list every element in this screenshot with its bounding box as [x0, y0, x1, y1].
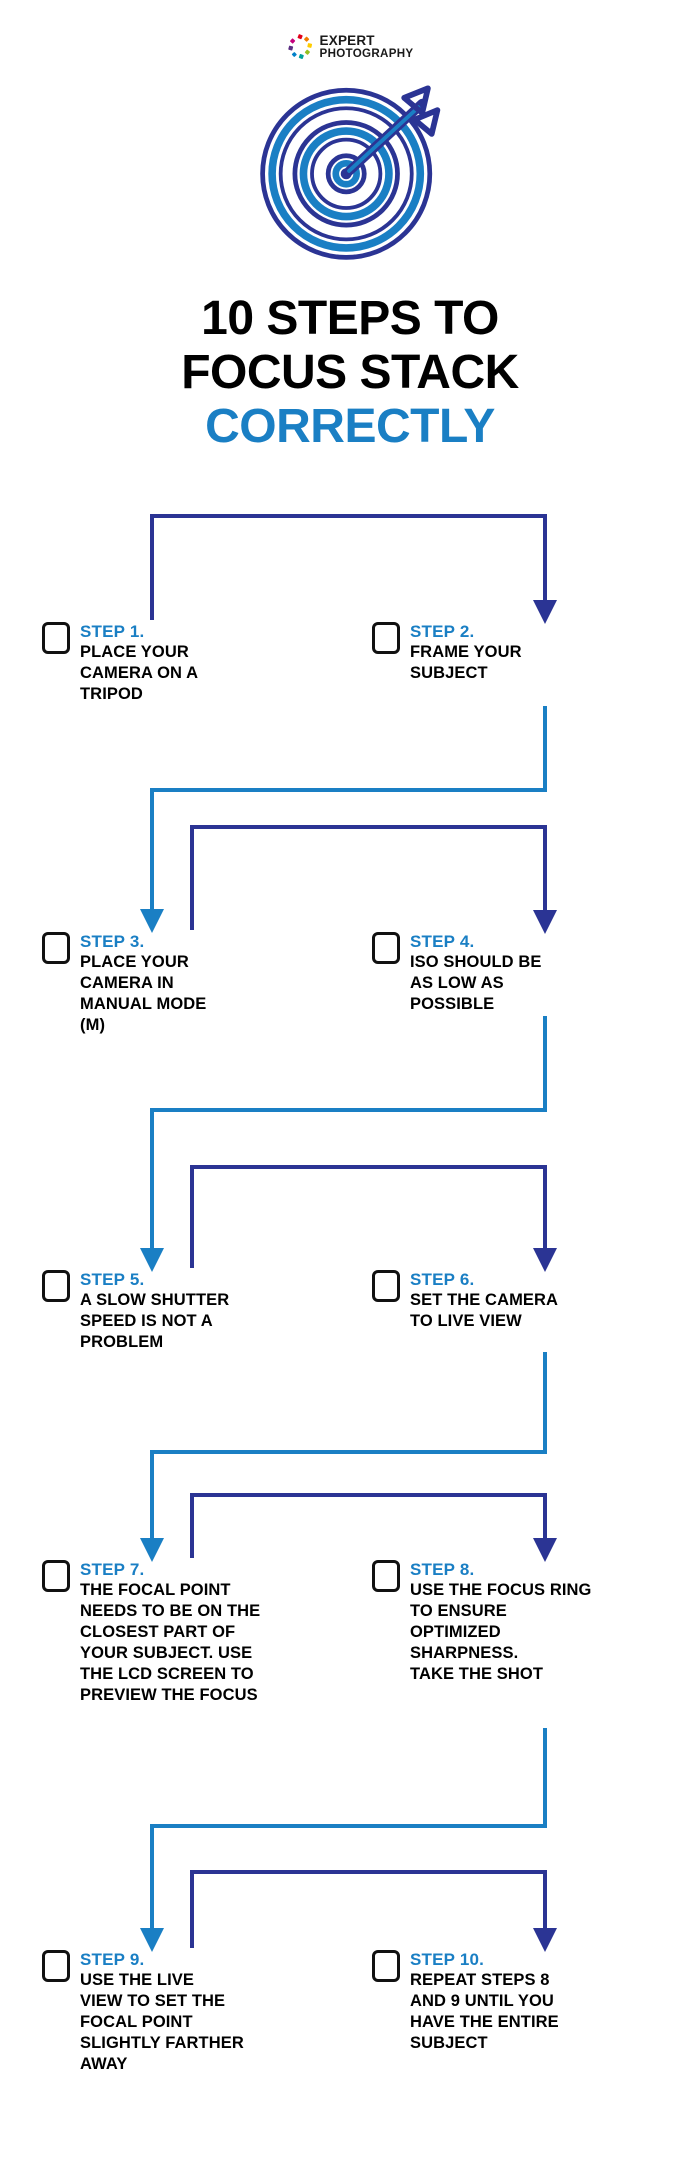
step-text-3: PLACE YOUR CAMERA IN MANUAL MODE (M) — [80, 953, 207, 1034]
brand-line-2: PHOTOGRAPHY — [319, 46, 414, 60]
step-body-8: STEP 8. USE THE FOCUS RING TO ENSURE OPT… — [410, 1558, 652, 1685]
step-text-7: THE FOCAL POINT NEEDS TO BE ON THE CLOSE… — [80, 1581, 261, 1704]
step-checkbox-10[interactable] — [372, 1950, 400, 1982]
step-label-9: STEP 9. — [80, 1950, 145, 1969]
step-checkbox-7[interactable] — [42, 1560, 70, 1592]
step-item-9[interactable]: STEP 9. USE THE LIVE VIEW TO SET THE FOC… — [42, 1948, 312, 2075]
step-item-7[interactable]: STEP 7. THE FOCAL POINT NEEDS TO BE ON T… — [42, 1558, 312, 1706]
step-text-1: PLACE YOUR CAMERA ON A TRIPOD — [80, 643, 199, 703]
step-body-4: STEP 4. ISO SHOULD BE AS LOW AS POSSIBLE — [410, 930, 652, 1015]
step-text-4: ISO SHOULD BE AS LOW AS POSSIBLE — [410, 953, 542, 1013]
step-label-1: STEP 1. — [80, 622, 145, 641]
step-checkbox-5[interactable] — [42, 1270, 70, 1302]
step-body-1: STEP 1. PLACE YOUR CAMERA ON A TRIPOD — [80, 620, 312, 705]
brand-logo: EXPERT PHOTOGRAPHY — [0, 34, 700, 60]
step-item-3[interactable]: STEP 3. PLACE YOUR CAMERA IN MANUAL MODE… — [42, 930, 312, 1036]
hero-icon-wrap — [0, 75, 700, 270]
step-item-5[interactable]: STEP 5. A SLOW SHUTTER SPEED IS NOT A PR… — [42, 1268, 312, 1353]
step-checkbox-6[interactable] — [372, 1270, 400, 1302]
step-checkbox-8[interactable] — [372, 1560, 400, 1592]
step-label-2: STEP 2. — [410, 622, 475, 641]
step-text-2: FRAME YOUR SUBJECT — [410, 643, 522, 682]
step-body-7: STEP 7. THE FOCAL POINT NEEDS TO BE ON T… — [80, 1558, 312, 1706]
step-checkbox-2[interactable] — [372, 622, 400, 654]
step-text-5: A SLOW SHUTTER SPEED IS NOT A PROBLEM — [80, 1291, 230, 1351]
step-label-5: STEP 5. — [80, 1270, 145, 1289]
step-item-2[interactable]: STEP 2. FRAME YOUR SUBJECT — [372, 620, 652, 684]
step-text-8: USE THE FOCUS RING TO ENSURE OPTIMIZED S… — [410, 1581, 592, 1683]
title-line-1: 10 STEPS TO — [201, 292, 499, 345]
step-checkbox-4[interactable] — [372, 932, 400, 964]
step-body-9: STEP 9. USE THE LIVE VIEW TO SET THE FOC… — [80, 1948, 312, 2075]
step-label-6: STEP 6. — [410, 1270, 475, 1289]
step-body-2: STEP 2. FRAME YOUR SUBJECT — [410, 620, 652, 684]
step-item-10[interactable]: STEP 10. REPEAT STEPS 8 AND 9 UNTIL YOU … — [372, 1948, 652, 2054]
step-text-10: REPEAT STEPS 8 AND 9 UNTIL YOU HAVE THE … — [410, 1971, 559, 2052]
brand-wordmark: EXPERT PHOTOGRAPHY — [320, 34, 414, 59]
step-body-6: STEP 6. SET THE CAMERA TO LIVE VIEW — [410, 1268, 652, 1332]
step-checkbox-9[interactable] — [42, 1950, 70, 1982]
step-label-3: STEP 3. — [80, 932, 145, 951]
colorful-dot-ring-icon — [287, 34, 313, 60]
title-line-3: CORRECTLY — [205, 400, 495, 453]
target-with-arrow-icon — [255, 75, 445, 270]
step-text-6: SET THE CAMERA TO LIVE VIEW — [410, 1291, 559, 1330]
step-label-7: STEP 7. — [80, 1560, 145, 1579]
step-body-10: STEP 10. REPEAT STEPS 8 AND 9 UNTIL YOU … — [410, 1948, 652, 2054]
step-body-5: STEP 5. A SLOW SHUTTER SPEED IS NOT A PR… — [80, 1268, 312, 1353]
brand-line-1: EXPERT — [319, 33, 375, 49]
step-item-6[interactable]: STEP 6. SET THE CAMERA TO LIVE VIEW — [372, 1268, 652, 1332]
page-title: 10 STEPS TO FOCUS STACK CORRECTLY — [0, 292, 700, 454]
step-label-8: STEP 8. — [410, 1560, 475, 1579]
step-checkbox-3[interactable] — [42, 932, 70, 964]
step-checkbox-1[interactable] — [42, 622, 70, 654]
step-label-4: STEP 4. — [410, 932, 475, 951]
step-label-10: STEP 10. — [410, 1950, 485, 1969]
step-item-8[interactable]: STEP 8. USE THE FOCUS RING TO ENSURE OPT… — [372, 1558, 652, 1685]
step-text-9: USE THE LIVE VIEW TO SET THE FOCAL POINT… — [80, 1971, 244, 2073]
step-item-4[interactable]: STEP 4. ISO SHOULD BE AS LOW AS POSSIBLE — [372, 930, 652, 1015]
step-item-1[interactable]: STEP 1. PLACE YOUR CAMERA ON A TRIPOD — [42, 620, 312, 705]
title-line-2: FOCUS STACK — [181, 346, 519, 399]
step-body-3: STEP 3. PLACE YOUR CAMERA IN MANUAL MODE… — [80, 930, 312, 1036]
